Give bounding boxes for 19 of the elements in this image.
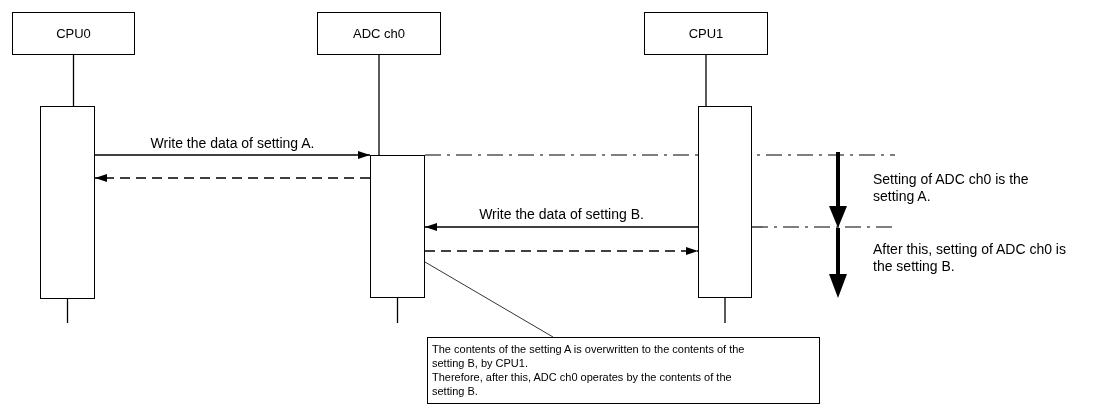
- message-arrow: [424, 247, 699, 255]
- message-arrow: [94, 174, 371, 182]
- phase-note: Setting of ADC ch0 is the setting A.: [873, 171, 1030, 205]
- lifeline-header: ADC ch0: [317, 12, 441, 55]
- leader-line: [424, 261, 554, 338]
- lifeline: [705, 54, 707, 107]
- edge-label: Write the data of setting B.: [477, 206, 646, 222]
- lifeline: [72, 54, 75, 107]
- edge-label: Write the data of setting A.: [148, 135, 317, 151]
- phase-note: After this, setting of ADC ch0 is the setting B.: [873, 241, 1067, 275]
- activation-bar: [370, 155, 425, 298]
- activation-bar: [40, 106, 95, 299]
- message-arrow: [94, 151, 371, 159]
- note-box: The contents of the setting A is overwritten to the contents of the setting B, by CPU1. Therefore, after this, ADC ch0 operates by the contents of the setting B.: [427, 337, 820, 404]
- lifeline: [378, 54, 380, 156]
- message-arrow: [424, 223, 699, 231]
- lifeline-header: CPU0: [12, 12, 135, 55]
- activation-bar: [698, 106, 752, 298]
- lifeline-header: CPU1: [644, 12, 768, 55]
